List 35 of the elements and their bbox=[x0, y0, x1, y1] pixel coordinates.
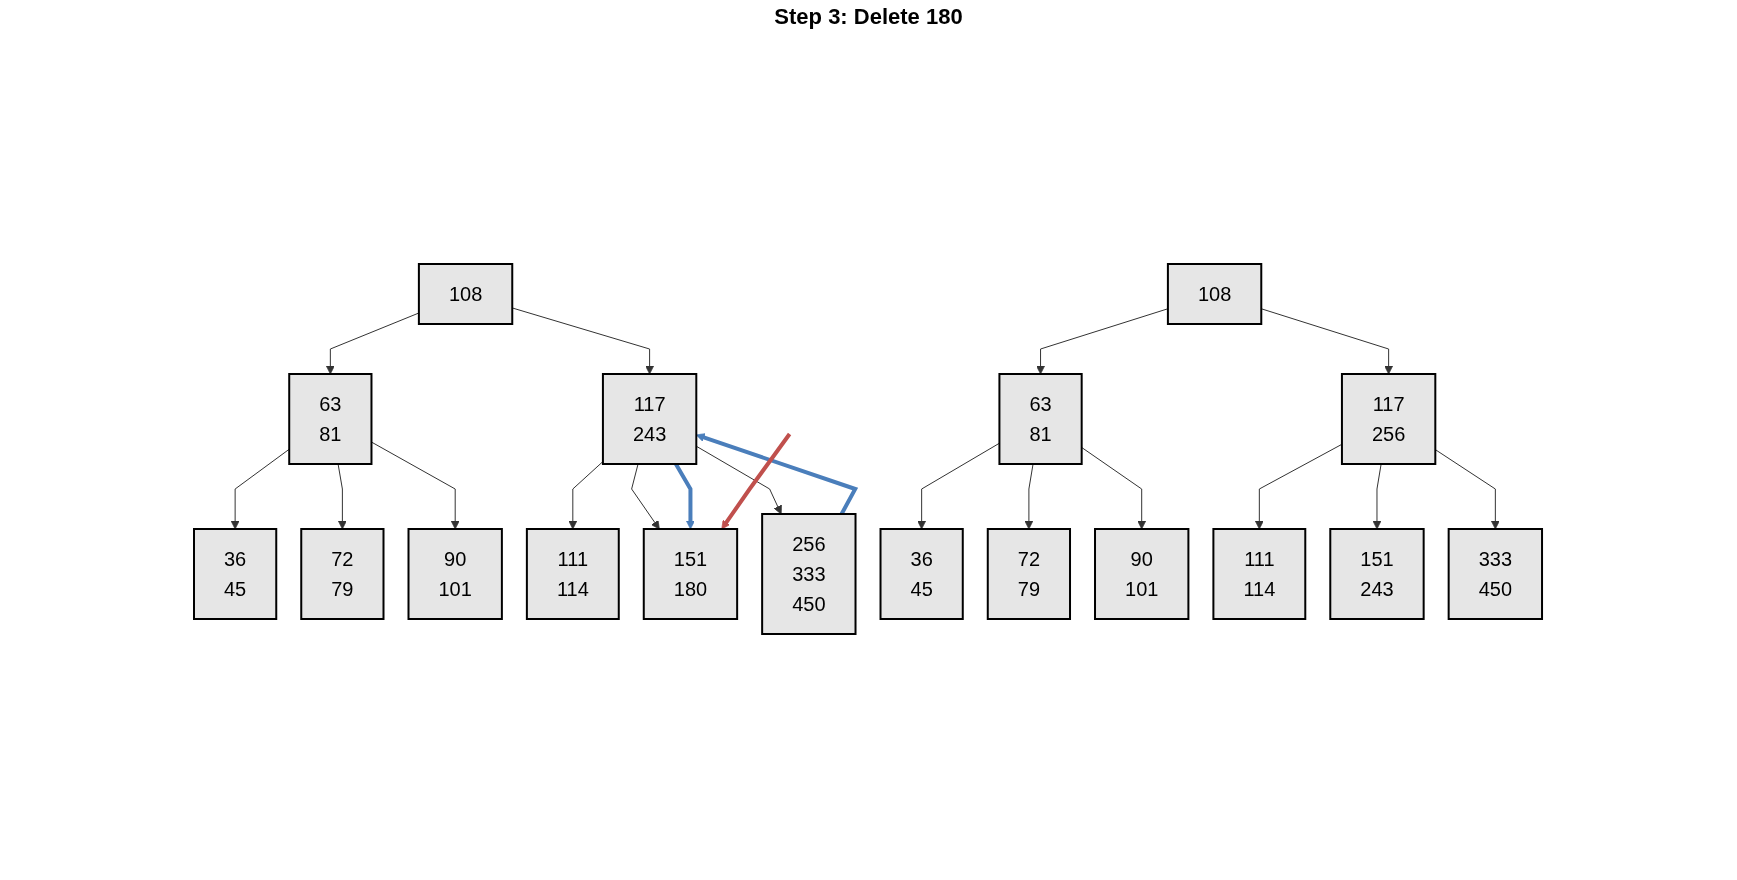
node-box: 151 180 bbox=[643, 528, 739, 620]
node-box: 117 256 bbox=[1341, 373, 1437, 465]
arrow bbox=[1036, 308, 1169, 375]
arrow bbox=[1255, 443, 1343, 530]
node-box: 36 45 bbox=[880, 528, 965, 620]
node-box: 63 81 bbox=[998, 373, 1084, 465]
arrow bbox=[371, 441, 461, 530]
node-box: 108 bbox=[1167, 263, 1263, 325]
node-box: 90 101 bbox=[408, 528, 504, 620]
arrow bbox=[696, 433, 859, 515]
arrow bbox=[568, 461, 604, 530]
arrow bbox=[1025, 463, 1035, 530]
arrow bbox=[512, 307, 655, 375]
node-box: 111 114 bbox=[526, 528, 621, 620]
node-box: 111 114 bbox=[1212, 528, 1307, 620]
arrow bbox=[1261, 308, 1394, 375]
arrow bbox=[1435, 449, 1501, 530]
node-box: 151 243 bbox=[1329, 528, 1426, 620]
arrow bbox=[674, 463, 696, 530]
node-box: 256 333 450 bbox=[761, 513, 857, 635]
node-box: 72 79 bbox=[300, 528, 385, 620]
node-box: 63 81 bbox=[288, 373, 373, 465]
step-heading: Step 3: Delete 180 bbox=[774, 4, 963, 29]
arrow bbox=[696, 445, 783, 515]
node-box: 333 450 bbox=[1448, 528, 1544, 620]
arrow bbox=[326, 312, 420, 375]
node-box: 72 79 bbox=[987, 528, 1072, 620]
arrow bbox=[721, 432, 792, 530]
arrow bbox=[338, 463, 348, 530]
arrow bbox=[1373, 463, 1383, 530]
node-box: 117 243 bbox=[602, 373, 698, 465]
arrow bbox=[631, 463, 661, 530]
node-box: 90 101 bbox=[1094, 528, 1190, 620]
node-box: 108 bbox=[418, 263, 514, 325]
node-box: 36 45 bbox=[193, 528, 278, 620]
